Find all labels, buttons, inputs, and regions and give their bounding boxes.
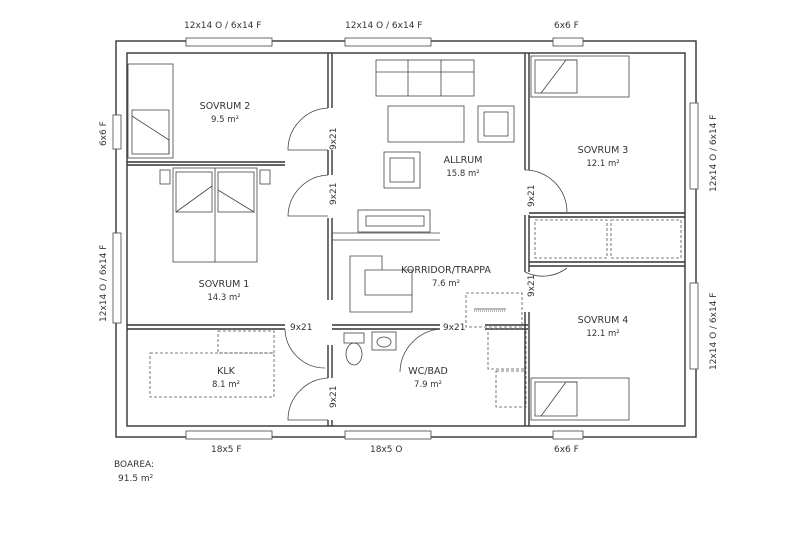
boarea-block: BOAREA: 91.5 m² [114,460,154,484]
sofa [375,59,475,97]
room-name-sovrum1: SOVRUM 1 [199,279,250,290]
door-label: 9x21 [527,274,537,297]
door-labels: 9x21 9x21 9x21 9x21 9x21 9x21 9x21 [290,127,537,408]
boarea-label: BOAREA: [114,460,154,470]
door-swings [284,107,568,421]
window-label-top-mid: 12x14 O / 6x14 F [345,21,422,31]
door-label: 9x21 [329,182,339,205]
window-label-right-bottom: 12x14 O / 6x14 F [709,293,719,370]
room-labels: SOVRUM 2 9.5 m² ALLRUM 15.8 m² SOVRUM 3 … [199,101,629,390]
room-area-korridor: 7.6 m² [432,279,460,289]
room-name-sovrum3: SOVRUM 3 [578,145,629,156]
room-name-klk: KLK [217,366,236,377]
room-area-allrum: 15.8 m² [446,169,479,179]
door-label: 9x21 [329,127,339,150]
room-name-sovrum4: SOVRUM 4 [578,315,629,326]
room-area-sovrum4: 12.1 m² [586,329,619,339]
window-label-left-top: 6x6 F [99,121,109,146]
door-label: 9x21 [443,323,466,333]
kitchen-counter [149,352,275,398]
furniture [127,55,682,421]
room-name-korridor: KORRIDOR/TRAPPA [401,265,491,276]
window-openings [112,37,699,440]
room-area-sovrum3: 12.1 m² [586,159,619,169]
door-label: 9x21 [329,385,339,408]
staircase [349,255,413,313]
door-label: 9x21 [290,323,313,333]
window-labels: 12x14 O / 6x14 F 12x14 O / 6x14 F 6x6 F … [99,21,719,455]
window-label-left-bottom: 12x14 O / 6x14 F [99,245,109,322]
window-label-top-left: 12x14 O / 6x14 F [184,21,261,31]
window-label-bottom-mid: 18x5 O [370,445,402,455]
washbasin [371,331,397,351]
window-label-right-top: 12x14 O / 6x14 F [709,115,719,192]
room-name-wcbad: WC/BAD [408,366,448,377]
window-label-bottom-left: 18x5 F [211,445,242,455]
toilet [345,342,363,366]
room-name-sovrum2: SOVRUM 2 [200,101,251,112]
room-area-sovrum1: 14.3 m² [207,293,240,303]
window-label-top-right: 6x6 F [554,21,579,31]
window-label-bottom-right: 6x6 F [554,445,579,455]
interior-walls [127,53,685,426]
room-name-allrum: ALLRUM [444,155,483,166]
room-area-sovrum2: 9.5 m² [211,115,239,125]
room-area-klk: 8.1 m² [212,380,240,390]
boarea-value: 91.5 m² [118,474,154,484]
door-label: 9x21 [527,184,537,207]
coffee-table [387,105,465,143]
room-area-wcbad: 7.9 m² [414,380,442,390]
